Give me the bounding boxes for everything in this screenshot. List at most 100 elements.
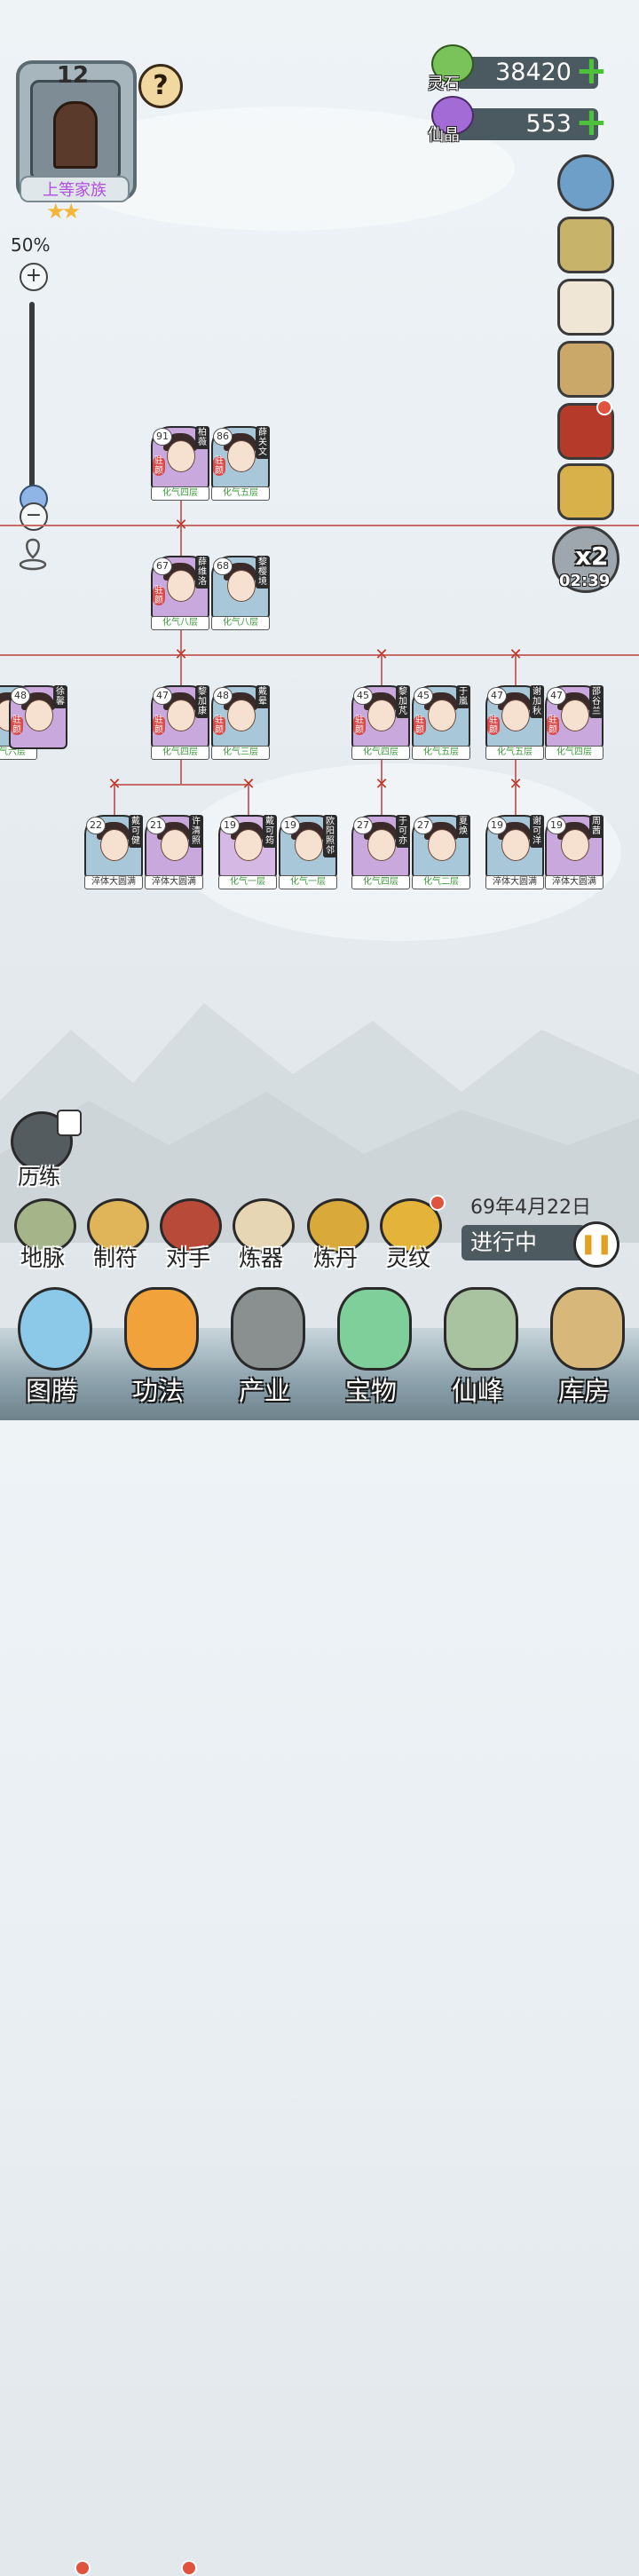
nav-industry[interactable]: 产业 (213, 1278, 318, 1420)
ancestral-tablet-icon (53, 101, 98, 169)
nav-totem[interactable]: 图腾 (0, 1278, 105, 1420)
member-name: 戴可健 (129, 815, 143, 848)
member-name: 薛关文 (256, 426, 270, 459)
lineage-line (180, 497, 182, 559)
lineage-line (515, 756, 517, 818)
member-card[interactable]: 47 谢加秋 驻颜 化气五层 (485, 685, 544, 760)
zoom-slider[interactable] (29, 302, 35, 493)
member-name: 邵谷兰 (589, 685, 604, 718)
lock-icon (57, 1110, 82, 1136)
feature-label-rival: 对手 (165, 1245, 210, 1271)
spirit-stone-label: 灵石 (428, 75, 460, 93)
face (295, 829, 323, 861)
member-card[interactable]: 19 周茜 淬体大圆满 (545, 815, 604, 889)
member-card[interactable]: 86 薛关文 驻颜 化气五层 (211, 426, 270, 501)
add-immortal-crystal-button[interactable]: + (575, 99, 608, 145)
member-card[interactable]: 22 戴可健 淬体大圆满 (84, 815, 143, 889)
storage-bag-icon (550, 1287, 625, 1371)
member-age: 68 (213, 557, 233, 575)
rival-gate-icon[interactable] (160, 1198, 222, 1253)
member-rank: 化气八层 (151, 616, 209, 630)
marriage-knot-icon: ✕ (375, 645, 389, 664)
feature-label-alchemy: 炼丹 (312, 1245, 358, 1271)
marriage-knot-icon: ✕ (107, 775, 122, 794)
nav-treasure[interactable]: 宝物 (320, 1278, 424, 1420)
notes-paper-icon[interactable] (557, 279, 614, 336)
member-card[interactable]: 27 于可亦 化气四层 (351, 815, 410, 889)
feature-label-earth-vein: 地脉 (20, 1245, 65, 1271)
nav-peak[interactable]: 仙峰 (426, 1278, 531, 1420)
spirit-stone-value: 38420 (495, 59, 572, 86)
rolled-scroll-icon[interactable] (557, 341, 614, 398)
member-card[interactable]: 91 柏薇 驻颜 化气四层 (151, 426, 209, 501)
map-scroll-icon[interactable] (557, 217, 614, 273)
member-card[interactable]: 19 欧阳照邻 化气一层 (279, 815, 337, 889)
member-name: 徐馨 (53, 685, 67, 708)
member-mark: 驻颜 (487, 715, 500, 735)
treasure-jade-icon (337, 1287, 412, 1371)
member-name: 于嵐 (456, 685, 470, 708)
golden-plaque-icon[interactable] (557, 463, 614, 520)
nav-label: 仙峰 (451, 1376, 503, 1406)
speed-boost-button[interactable] (552, 525, 619, 593)
nav-technique[interactable]: 功法 (106, 1278, 211, 1420)
alchemy-cauldron-icon[interactable] (307, 1198, 369, 1253)
talisman-icon[interactable] (87, 1198, 149, 1253)
earth-vein-icon[interactable] (14, 1198, 76, 1253)
member-card[interactable]: 68 黎樱境 化气八层 (211, 556, 270, 630)
family-badge[interactable]: 12 上等家族 ★★ (11, 57, 137, 224)
nav-storage[interactable]: 库房 (532, 1278, 637, 1420)
member-name: 薛维洛 (195, 556, 209, 589)
family-level: 12 (56, 62, 90, 89)
immortal-crystal-icon (431, 96, 474, 135)
member-mark: 驻颜 (213, 715, 225, 735)
notification-dot (596, 399, 612, 415)
member-rank: 化气五层 (211, 486, 270, 501)
nav-label: 功法 (131, 1376, 184, 1406)
locate-icon[interactable] (16, 536, 50, 572)
member-card[interactable]: 47 黎加康 驻颜 化气四层 (151, 685, 209, 760)
face (561, 829, 589, 861)
member-rank: 化气八层 (211, 616, 270, 630)
artifact-forge-icon[interactable] (233, 1198, 295, 1253)
face (167, 570, 195, 602)
member-card[interactable]: 45 黎加芃 驻颜 化气四层 (351, 685, 410, 760)
marriage-knot-icon: ✕ (375, 775, 389, 794)
marriage-knot-icon: ✕ (241, 775, 256, 794)
member-age: 19 (220, 817, 240, 834)
pause-button[interactable]: ❚❚ (573, 1221, 619, 1268)
help-button[interactable]: ? (138, 64, 183, 108)
member-card[interactable]: 27 夏焕 化气二层 (412, 815, 470, 889)
peak-mountain-icon (444, 1287, 518, 1371)
zoom-in-button[interactable]: + (20, 263, 48, 291)
member-name: 夏焕 (456, 815, 470, 838)
member-card[interactable]: 48 徐馨 驻颜 (9, 685, 67, 760)
spirit-stone-counter: 38420 + 灵石 (428, 44, 611, 93)
member-card[interactable]: 47 邵谷兰 驻颜 化气四层 (545, 685, 604, 760)
member-card[interactable]: 67 薛维洛 驻颜 化气八层 (151, 556, 209, 630)
member-card[interactable]: 21 许清照 淬体大圆满 (145, 815, 203, 889)
nav-label: 产业 (238, 1376, 290, 1406)
settings-gear-icon[interactable] (557, 154, 614, 211)
totem-icon (18, 1287, 92, 1371)
member-card[interactable]: 48 戴晕 驻颜 化气三层 (211, 685, 270, 760)
speed-timer: 02:39 (559, 572, 611, 590)
face (227, 699, 256, 731)
member-name: 戴可筠 (263, 815, 277, 848)
member-age: 21 (146, 817, 166, 834)
face (167, 440, 195, 472)
member-mark: 驻颜 (213, 456, 225, 476)
zoom-out-button[interactable]: − (20, 502, 48, 531)
nav-background (0, 1328, 639, 1420)
member-name: 黎樱境 (256, 556, 270, 589)
spirit-stone-icon (431, 44, 474, 83)
generation-line (0, 654, 639, 656)
member-card[interactable]: 19 谢可洋 淬体大圆满 (485, 815, 544, 889)
face (234, 829, 263, 861)
member-card[interactable]: 19 戴可筠 化气一层 (218, 815, 277, 889)
face (25, 699, 53, 731)
add-spirit-stone-button[interactable]: + (575, 48, 608, 93)
member-card[interactable]: 45 于嵐 驻颜 化气五层 (412, 685, 470, 760)
member-mark: 驻颜 (153, 586, 165, 605)
member-rank: 化气四层 (151, 746, 209, 760)
